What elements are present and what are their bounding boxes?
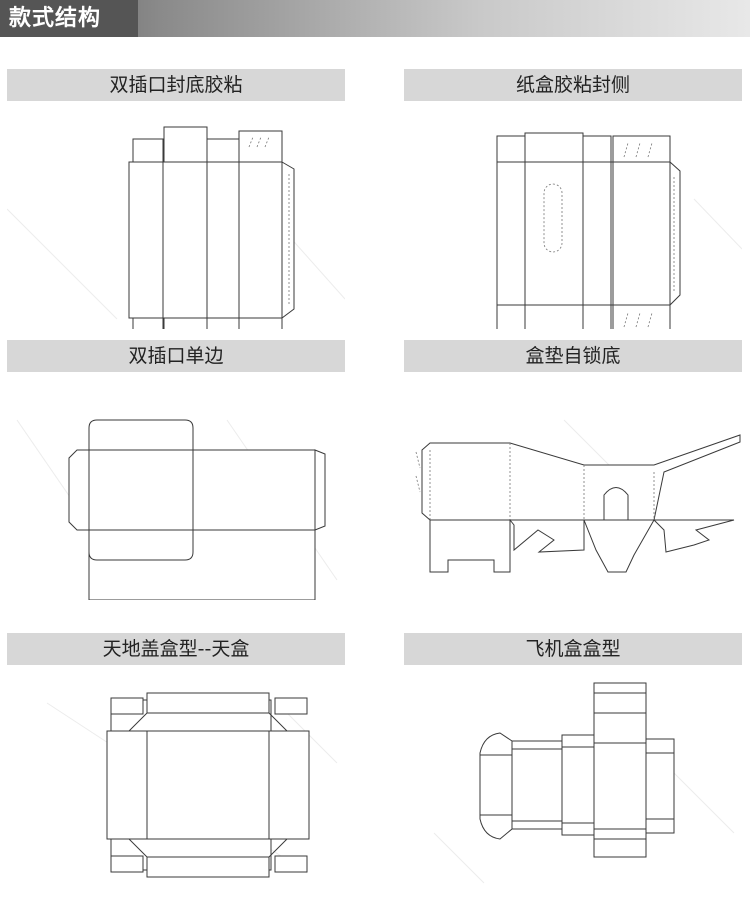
panel-mailer-box: 飞机盒盒型 — [404, 633, 742, 893]
section-title: 款式结构 — [0, 0, 138, 37]
panel-side-glued-box: 纸盒胶粘封侧 — [404, 69, 742, 329]
panel-label: 双插口单边 — [7, 340, 345, 372]
panel-label: 天地盖盒型--天盒 — [7, 633, 345, 665]
panel-double-tuck-single-side: 双插口单边 — [7, 340, 345, 600]
panel-label: 盒垫自锁底 — [404, 340, 742, 372]
side-glued-box-dieline — [496, 132, 742, 329]
self-lock-bottom-dieline — [415, 419, 741, 573]
panel-double-tuck-glued-bottom: 双插口封底胶粘 — [7, 69, 345, 329]
double-tuck-single-side-dieline — [16, 419, 338, 600]
panel-self-lock-bottom: 盒垫自锁底 — [404, 340, 742, 600]
double-tuck-glued-bottom-dieline — [7, 126, 345, 329]
panel-label: 双插口封底胶粘 — [7, 69, 345, 101]
panel-label: 飞机盒盒型 — [404, 633, 742, 665]
panel-lid-box-top: 天地盖盒型--天盒 — [7, 633, 345, 893]
lid-box-top-dieline — [46, 692, 338, 878]
header-bar: 款式结构 — [0, 0, 750, 37]
mailer-box-dieline — [433, 682, 735, 884]
panel-label: 纸盒胶粘封侧 — [404, 69, 742, 101]
